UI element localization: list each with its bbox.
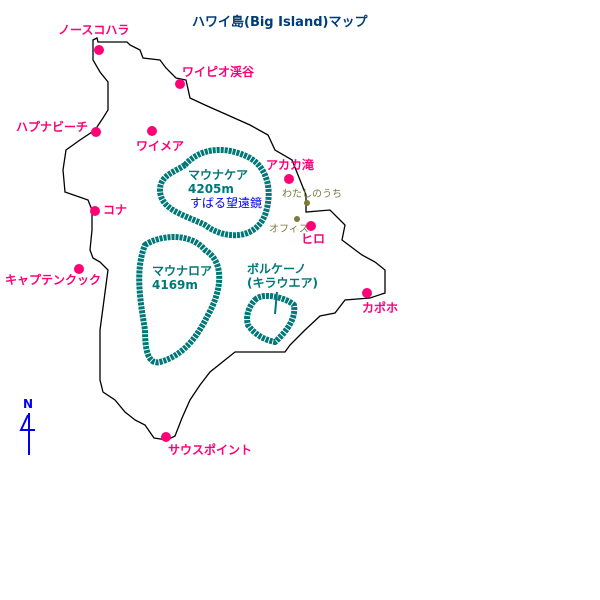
marker-kona[interactable]: [90, 206, 100, 216]
label-north-kohala: ノースコハラ: [58, 23, 130, 37]
label-kona: コナ: [103, 203, 128, 217]
map-title: ハワイ島(Big Island)マップ: [192, 15, 368, 30]
mauna-loa-name: マウナロア: [152, 264, 213, 278]
mauna-loa-height: 4169m: [152, 278, 198, 292]
marker-waipio[interactable]: [175, 79, 185, 89]
kilauea-outline: [244, 292, 298, 345]
mauna-kea-height: 4205m: [188, 182, 234, 196]
marker-hapuna[interactable]: [91, 127, 101, 137]
mauna-loa-outline: [136, 234, 223, 366]
marker-north-kohala[interactable]: [94, 45, 104, 55]
compass-north-label: N: [23, 397, 34, 411]
label-akaka: アカカ滝: [266, 158, 315, 172]
label-hapuna: ハプナビーチ: [16, 120, 89, 134]
mauna-kea-outline: [157, 146, 272, 239]
marker-captain-cook[interactable]: [74, 264, 84, 274]
marker-waimea[interactable]: [147, 126, 157, 136]
marker-office[interactable]: [294, 216, 300, 222]
label-office: オフィス: [269, 224, 309, 235]
coastline: [62, 37, 386, 441]
label-home: わたしのうち: [282, 189, 342, 200]
label-subaru-telescope: すばる望遠鏡: [190, 196, 263, 210]
mauna-kea-name: マウナケア: [188, 168, 249, 182]
label-waimea: ワイメア: [136, 139, 185, 153]
marker-akaka[interactable]: [284, 174, 294, 184]
label-south-point: サウスポイント: [168, 443, 253, 457]
kilauea-sub: (キラウエア): [247, 276, 318, 290]
compass-icon: [19, 413, 35, 455]
label-hilo: ヒロ: [301, 232, 326, 246]
marker-kapoho[interactable]: [362, 288, 372, 298]
kilauea-name: ボルケーノ: [247, 262, 307, 276]
marker-hilo[interactable]: [306, 221, 316, 231]
label-kapoho: カポホ: [362, 301, 399, 315]
marker-home[interactable]: [304, 200, 310, 206]
label-captain-cook: キャプテンクック: [5, 273, 102, 287]
marker-south-point[interactable]: [161, 432, 171, 442]
label-waipio: ワイピオ渓谷: [182, 65, 255, 79]
